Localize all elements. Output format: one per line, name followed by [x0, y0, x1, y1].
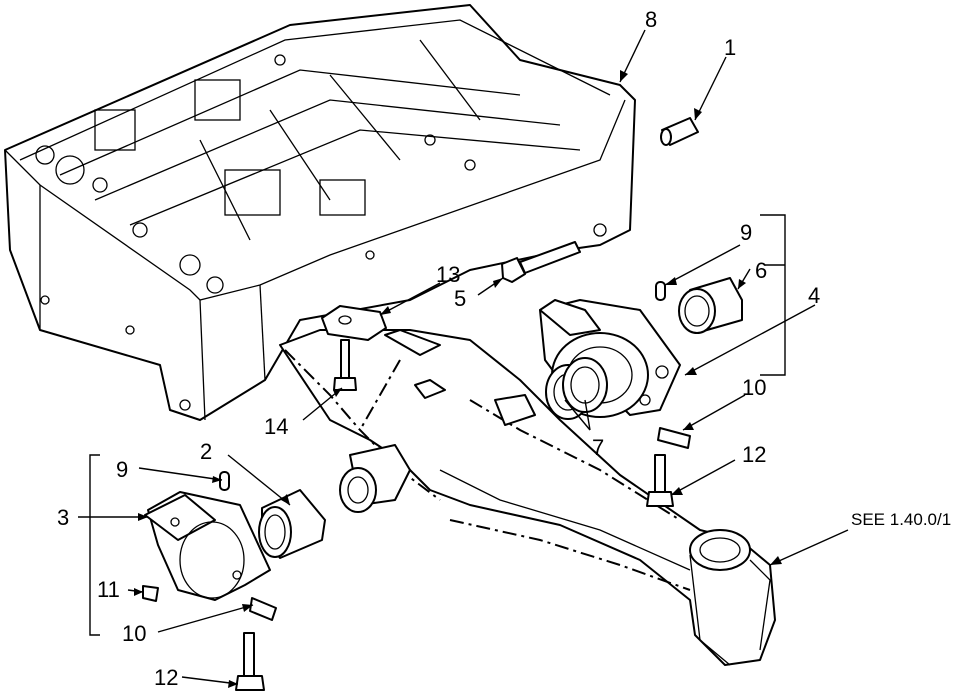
- leader-4: [684, 304, 816, 376]
- leader-9-bottom: [138, 467, 223, 481]
- leader-2: [227, 454, 291, 506]
- callout-9-top: 9: [740, 220, 752, 245]
- callout-10-top: 10: [742, 375, 766, 400]
- front-axle-beam: [279, 329, 776, 666]
- leader-9-top: [664, 244, 741, 286]
- bolt-12-right: [646, 454, 674, 507]
- leader-lines: [78, 29, 849, 685]
- leader-12-right: [670, 459, 736, 496]
- callout-12-right: 12: [742, 442, 766, 467]
- bolt-12-bottom: [235, 632, 265, 691]
- grease-fitting-10-top: [657, 427, 691, 449]
- leader-see-ref: [769, 529, 849, 566]
- grease-fitting-10-bottom: [249, 597, 277, 621]
- callout-4: 4: [808, 283, 820, 308]
- bracket-13: [321, 305, 387, 341]
- front-support-3: [144, 491, 271, 601]
- callout-9-bottom: 9: [116, 457, 128, 482]
- leader-1: [694, 56, 727, 121]
- arrowheads: [134, 70, 782, 688]
- callout-8: 8: [645, 7, 657, 32]
- callout-10-bottom: 10: [122, 621, 146, 646]
- pin-9-bottom: [219, 471, 230, 491]
- leader-10-bottom: [157, 604, 254, 633]
- callout-6: 6: [755, 258, 767, 283]
- callout-2: 2: [200, 439, 212, 464]
- pin-1: [660, 117, 699, 146]
- callout-13: 13: [436, 262, 460, 287]
- sump-casting: [4, 4, 636, 421]
- callout-7: 7: [592, 435, 604, 460]
- leader-13: [379, 282, 441, 316]
- leader-bracket-top: [760, 214, 786, 376]
- callout-1: 1: [724, 35, 736, 60]
- leader-10-top: [682, 394, 746, 431]
- callout-11: 11: [97, 577, 120, 602]
- bolt-5: [501, 241, 581, 283]
- pin-9-top: [655, 281, 666, 301]
- leader-7a: [564, 399, 591, 431]
- callout-3: 3: [57, 505, 69, 530]
- callout-12-bottom: 12: [154, 665, 178, 690]
- bushing-6: [678, 277, 743, 334]
- bolt-14: [333, 339, 357, 391]
- callout-5: 5: [454, 286, 466, 311]
- seals-7: [545, 357, 608, 420]
- fitting-11: [142, 585, 159, 602]
- reference-note: SEE 1.40.0/1: [851, 510, 951, 529]
- leader-7b: [584, 399, 591, 431]
- callout-14: 14: [264, 414, 288, 439]
- bushing-2: [258, 489, 326, 559]
- leader-bracket-bottom: [89, 454, 100, 636]
